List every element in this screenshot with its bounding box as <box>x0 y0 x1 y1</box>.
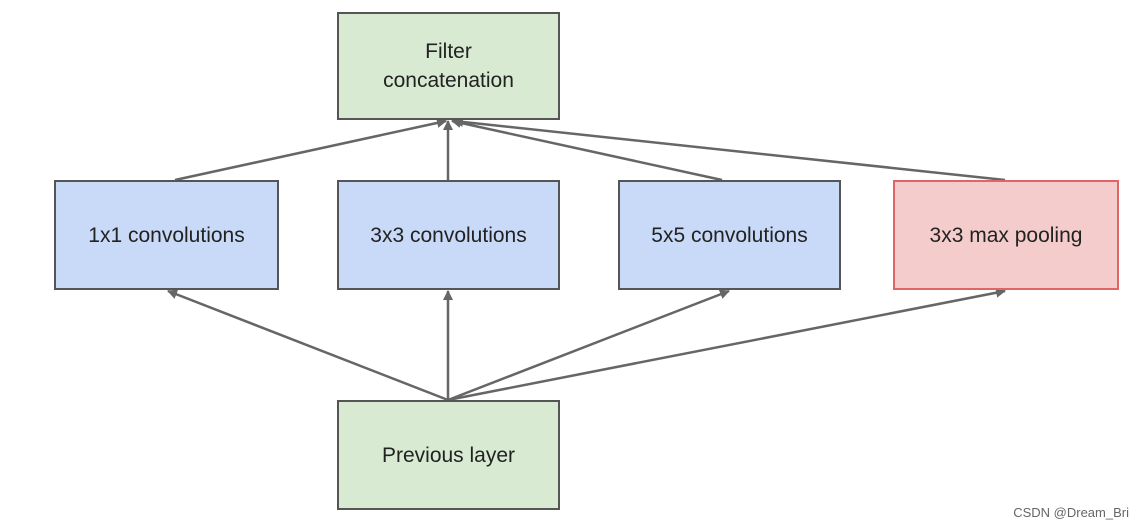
watermark: CSDN @Dream_Bri <box>1013 505 1129 520</box>
previous-layer-label: Previous layer <box>381 443 516 467</box>
max-pool-3x3-label: 3x3 max pooling <box>929 223 1083 247</box>
edge-prev-to-pool <box>447 287 1006 402</box>
edge-prev-to-1x1 <box>167 289 449 402</box>
conv-1x1-label: 1x1 convolutions <box>88 223 245 247</box>
filter-concatenation-label: Filter concatenation <box>383 40 514 92</box>
conv-1x1-node: 1x1 convolutions <box>54 180 279 290</box>
conv-5x5-node: 5x5 convolutions <box>618 180 841 290</box>
conv-3x3-node: 3x3 convolutions <box>337 180 560 290</box>
edge-prev-to-5x5 <box>447 289 730 402</box>
edge-pool-to-concat <box>453 116 1006 182</box>
max-pool-3x3-node: 3x3 max pooling <box>893 180 1119 290</box>
previous-layer-node: Previous layer <box>337 400 560 510</box>
filter-concatenation-node: Filter concatenation <box>337 12 560 120</box>
conv-3x3-label: 3x3 convolutions <box>370 223 527 247</box>
edge-1x1-to-concat <box>174 118 447 182</box>
edge-5x5-to-concat <box>451 118 723 182</box>
conv-5x5-label: 5x5 convolutions <box>651 223 808 247</box>
